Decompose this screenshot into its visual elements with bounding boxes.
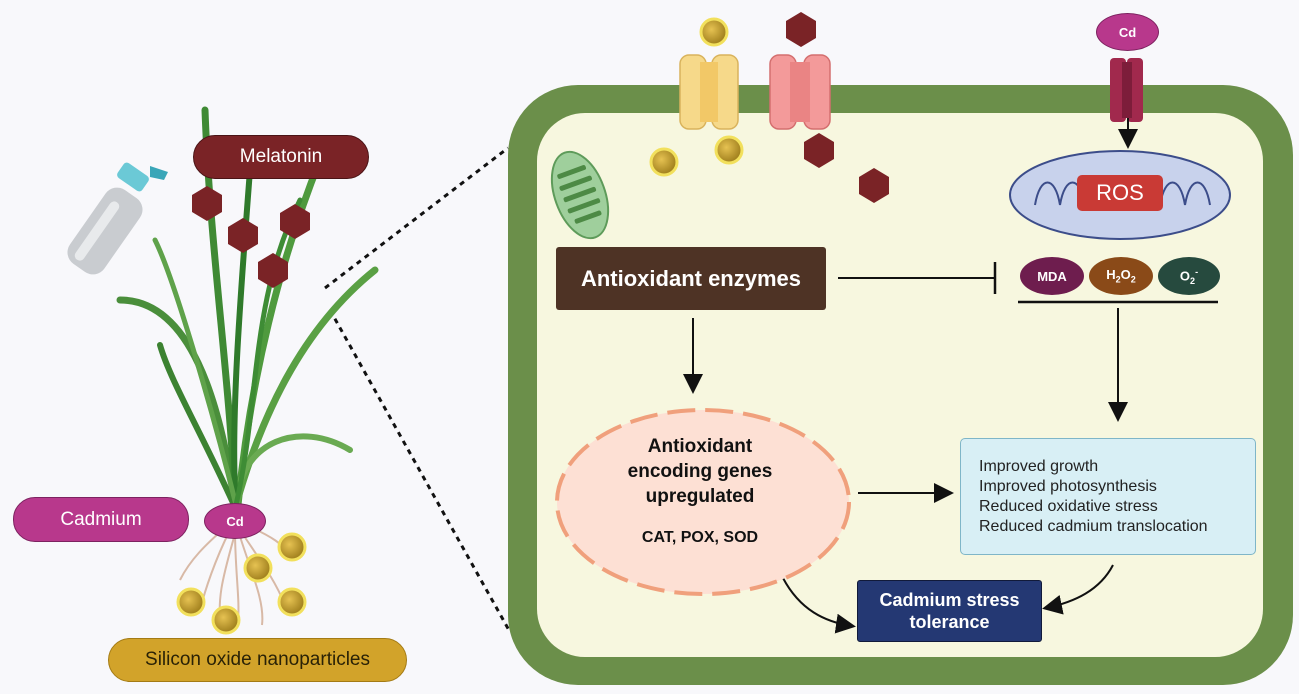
outcome-item: Improved growth bbox=[979, 458, 1099, 475]
ros-label: ROS bbox=[1077, 175, 1163, 211]
arrow-outcomes-to-tolerance bbox=[1042, 564, 1114, 615]
melatonin-hexagon-icon bbox=[280, 204, 310, 239]
yellow-transporter-icon bbox=[679, 54, 739, 130]
outcomes-box: Improved growth Improved photosynthesis … bbox=[960, 438, 1256, 555]
nanoparticle-icon bbox=[176, 587, 206, 617]
outcome-item: Reduced oxidative stress bbox=[979, 498, 1158, 515]
melatonin-hexagon-icon bbox=[859, 168, 889, 203]
melatonin-hexagon-icon bbox=[228, 218, 258, 253]
genes-title-line3: upregulated bbox=[645, 486, 755, 507]
nanoparticle-icon bbox=[714, 135, 744, 165]
tolerance-box: Cadmium stress tolerance bbox=[857, 580, 1042, 642]
melatonin-hexagon-icon bbox=[192, 186, 222, 221]
pink-transporter-icon bbox=[769, 54, 831, 130]
nanoparticles-label: Silicon oxide nanoparticles bbox=[108, 638, 407, 682]
outcome-item: Improved photosynthesis bbox=[979, 478, 1157, 495]
arrow-genes-to-tolerance bbox=[782, 577, 856, 634]
nanoparticle-icon bbox=[211, 605, 241, 635]
melatonin-hexagon-icon bbox=[258, 253, 288, 288]
genes-title-line1: Antioxidant bbox=[647, 436, 753, 457]
o2-label: O2- bbox=[1158, 257, 1220, 295]
nanoparticles-cell bbox=[649, 17, 744, 177]
zoom-line-top bbox=[324, 146, 509, 290]
tolerance-line1: Cadmium stress bbox=[879, 590, 1020, 610]
tolerance-line2: tolerance bbox=[909, 612, 990, 632]
melatonin-hexagon-icon bbox=[804, 133, 834, 168]
spray-bottle-icon bbox=[67, 162, 168, 275]
melatonin-molecules-plant bbox=[192, 186, 310, 288]
antioxidant-enzymes-text: Antioxidant enzymes bbox=[580, 265, 802, 291]
zoom-line-bottom bbox=[328, 309, 512, 633]
melatonin-hexagon-icon bbox=[786, 12, 816, 47]
o2-text: O2- bbox=[1179, 266, 1199, 286]
melatonin-label: Melatonin bbox=[193, 135, 369, 179]
cd-channel-icon bbox=[1110, 58, 1143, 122]
antioxidant-enzymes-box: Antioxidant enzymes bbox=[556, 247, 826, 310]
melatonin-molecules-cell bbox=[786, 12, 889, 203]
mda-label: MDA bbox=[1020, 257, 1084, 295]
cadmium-label: Cadmium bbox=[13, 497, 189, 542]
cd-root-label: Cd bbox=[204, 503, 266, 539]
genes-title-line2: encoding genes bbox=[627, 461, 773, 482]
nanoparticle-icon bbox=[243, 553, 273, 583]
nanoparticle-icon bbox=[277, 587, 307, 617]
genes-ellipse bbox=[555, 408, 851, 596]
chloroplast-icon bbox=[550, 150, 610, 240]
genes-text-block: Antioxidant encoding genes upregulated C… bbox=[600, 434, 800, 547]
nanoparticles-roots bbox=[176, 532, 307, 635]
nanoparticle-icon bbox=[699, 17, 729, 47]
h2o2-label: H2O2 bbox=[1089, 257, 1153, 295]
nanoparticle-icon bbox=[277, 532, 307, 562]
genes-list: CAT, POX, SOD bbox=[641, 529, 759, 546]
h2o2-text: H2O2 bbox=[1106, 267, 1136, 285]
nanoparticle-icon bbox=[649, 147, 679, 177]
outcome-item: Reduced cadmium translocation bbox=[979, 518, 1208, 535]
cd-top-label: Cd bbox=[1096, 13, 1159, 51]
